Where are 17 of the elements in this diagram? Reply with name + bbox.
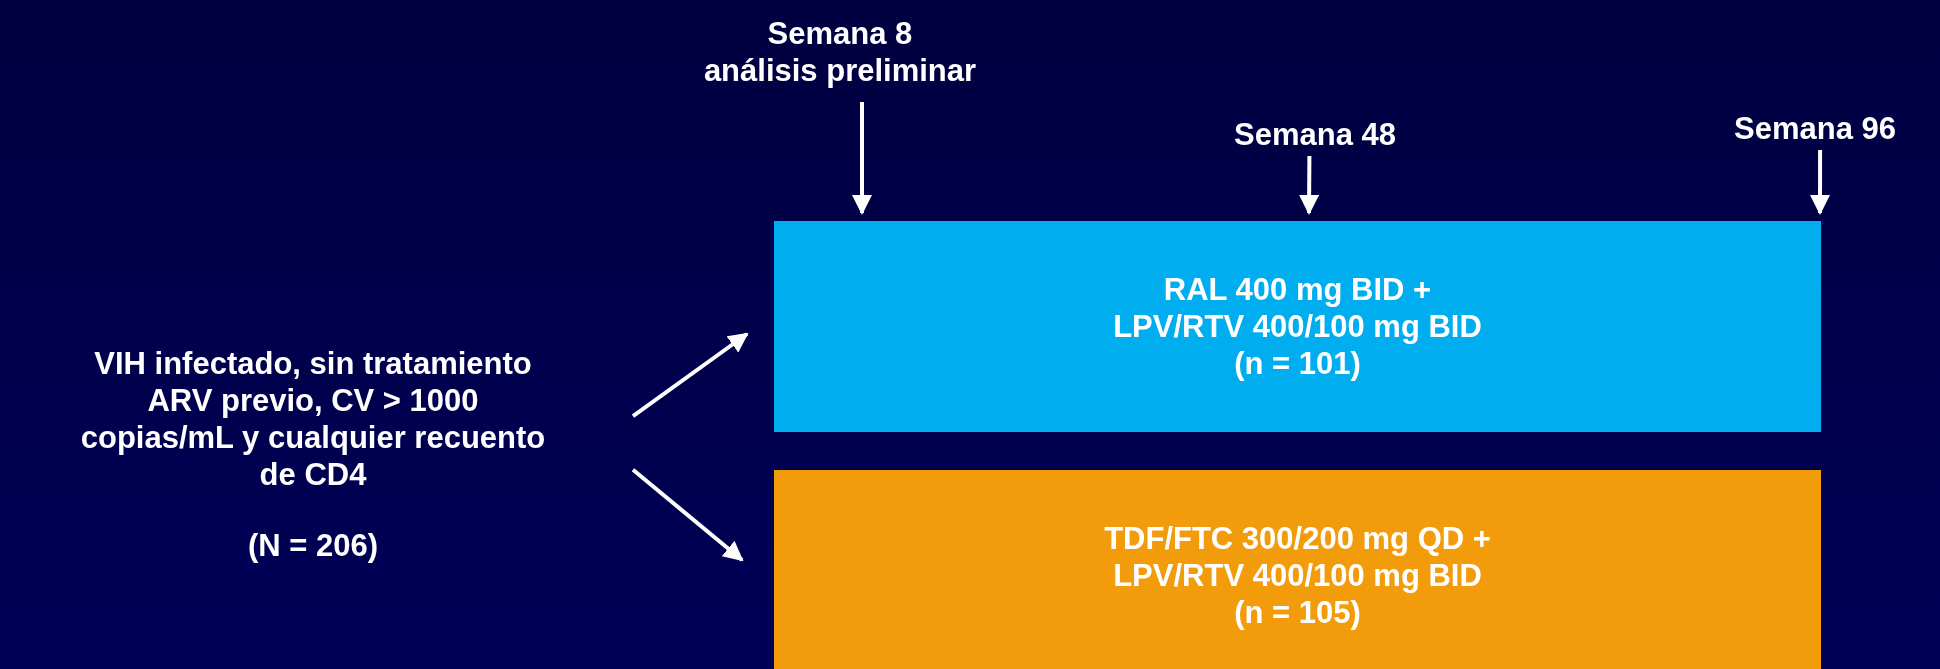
arrow bbox=[852, 102, 872, 215]
timepoint-label: Semana 96 bbox=[1734, 109, 1896, 147]
arrow bbox=[631, 468, 744, 562]
arm-text: RAL 400 mg BID + LPV/RTV 400/100 mg BID bbox=[1112, 271, 1483, 345]
arrow bbox=[1299, 156, 1320, 215]
arrow bbox=[1810, 150, 1831, 215]
timepoint-label: Semana 48 bbox=[1234, 115, 1396, 153]
arm-text: TDF/FTC 300/200 mg QD + LPV/RTV 400/100 mg BID bbox=[1103, 519, 1492, 594]
eligibility-text: (N = 206) bbox=[246, 526, 380, 564]
arm-text: (n = 101) bbox=[1233, 345, 1362, 382]
treatment-arm-box bbox=[774, 470, 1821, 669]
timepoint-label: análisis preliminar bbox=[702, 52, 978, 89]
timepoint-label: Semana 8 bbox=[766, 15, 914, 52]
treatment-arm-box bbox=[774, 221, 1821, 432]
arrow bbox=[631, 332, 749, 418]
eligibility-text: VIH infectado, sin tratamiento ARV previo, CV > 1000 copias/mL y cualquier recuento de CD4 bbox=[79, 344, 547, 493]
arm-text: (n = 105) bbox=[1233, 593, 1362, 631]
